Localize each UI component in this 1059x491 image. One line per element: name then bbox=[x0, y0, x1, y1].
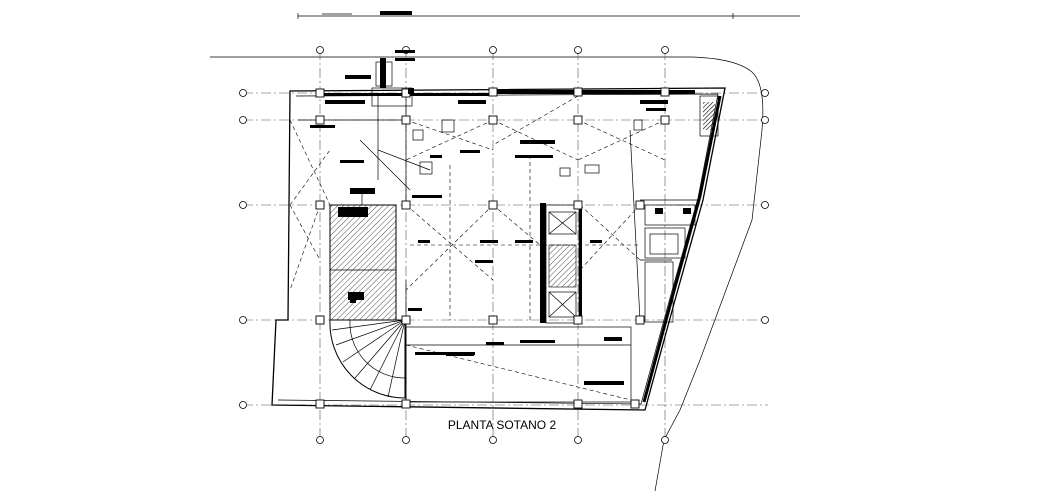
structural-columns bbox=[315, 87, 670, 409]
grid-bubbles bbox=[239, 46, 769, 444]
lower-storage bbox=[405, 326, 632, 403]
stair-core bbox=[540, 203, 582, 324]
service-rooms bbox=[644, 95, 719, 323]
circulation-lines bbox=[289, 95, 666, 320]
plan-title: PLANTA SOTANO 2 bbox=[448, 418, 557, 432]
vehicle-ramp bbox=[329, 188, 397, 321]
top-reference-line bbox=[297, 11, 800, 19]
structural-grid bbox=[243, 50, 768, 440]
annotation-marks bbox=[310, 50, 668, 356]
spiral-ramp bbox=[329, 319, 406, 399]
property-boundary bbox=[210, 56, 764, 491]
